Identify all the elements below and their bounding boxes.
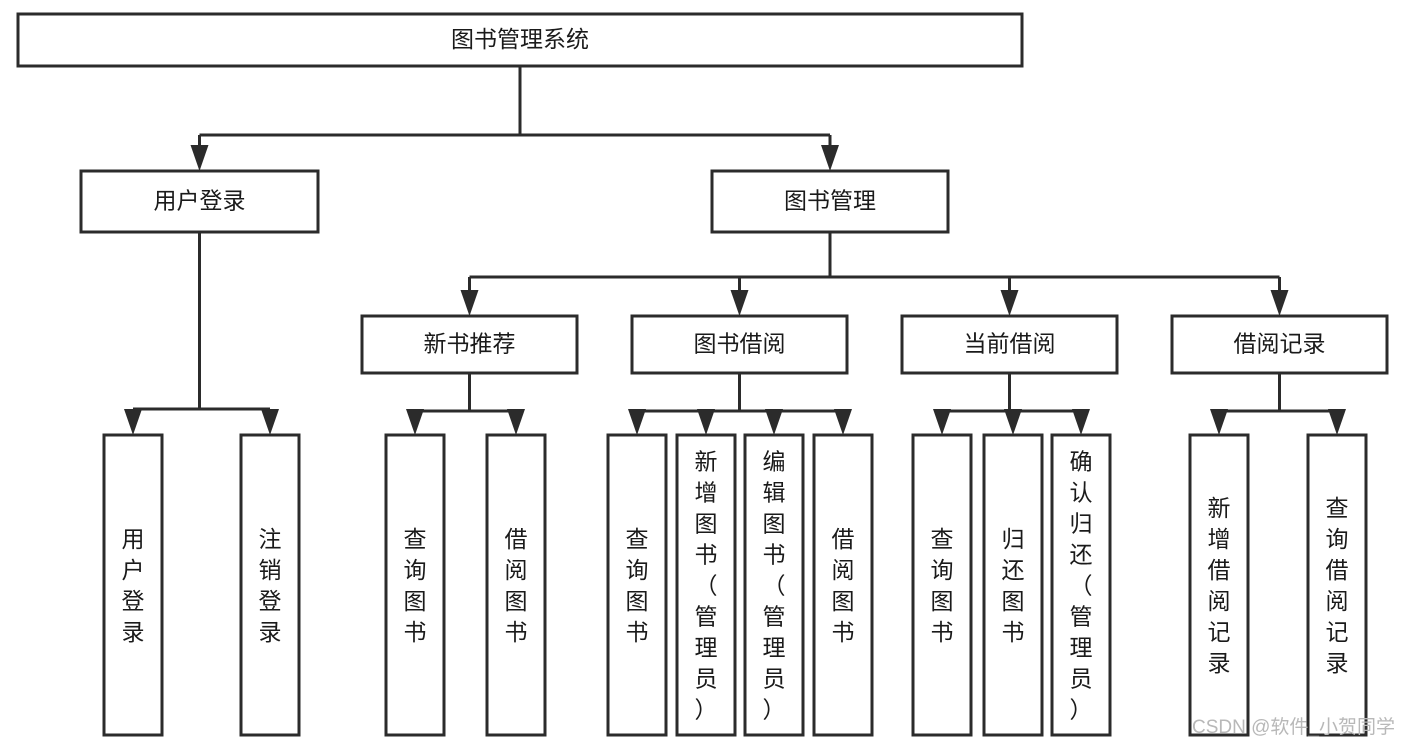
node-label-root: 图书管理系统 (451, 26, 589, 52)
arrow-head-icon (1004, 409, 1022, 435)
arrow-head-icon (406, 409, 424, 435)
node-box-book-management[interactable] (710, 169, 950, 234)
arrow-head-icon (261, 409, 279, 435)
node-box-book-borrow[interactable] (630, 314, 849, 375)
node-label-leaf-edit-book-admin: 编辑图书（管理员） (763, 449, 786, 723)
node-box-leaf-return-book[interactable] (982, 433, 1044, 737)
node-box-leaf-borrow-book[interactable] (812, 433, 874, 737)
arrow-head-icon (1072, 409, 1090, 435)
arrow-head-icon (124, 409, 142, 435)
node-label-book-borrow: 图书借阅 (694, 331, 786, 357)
arrow-head-icon (1210, 409, 1228, 435)
node-box-leaf-query-book-current[interactable] (911, 433, 973, 737)
node-box-leaf-logout[interactable] (239, 433, 301, 737)
arrow-head-icon (821, 145, 839, 171)
arrow-head-icon (1000, 290, 1019, 316)
node-leaf-query-book-borrow[interactable]: 查询图书 (606, 433, 668, 737)
node-leaf-user-login[interactable]: 用户登录 (102, 433, 164, 737)
node-label-leaf-query-book-recommend: 查询图书 (404, 526, 427, 645)
arrow-head-icon (834, 409, 852, 435)
node-box-leaf-query-book-recommend[interactable] (384, 433, 446, 737)
node-label-leaf-add-borrow-record: 新增借阅记录 (1208, 495, 1231, 676)
node-label-borrow-record: 借阅记录 (1234, 331, 1326, 357)
node-leaf-borrow-book[interactable]: 借阅图书 (812, 433, 874, 737)
node-label-leaf-return-book: 归还图书 (1002, 526, 1025, 645)
node-current-borrow[interactable]: 当前借阅 (900, 314, 1119, 375)
arrow-head-icon (1328, 409, 1346, 435)
node-leaf-return-book[interactable]: 归还图书 (982, 433, 1044, 737)
node-user-login[interactable]: 用户登录 (79, 169, 320, 234)
node-box-leaf-edit-book-admin[interactable] (743, 433, 805, 737)
node-label-leaf-query-book-borrow: 查询图书 (626, 526, 649, 645)
connector-lines (124, 66, 1346, 435)
node-borrow-record[interactable]: 借阅记录 (1170, 314, 1389, 375)
node-label-leaf-query-book-current: 查询图书 (931, 526, 954, 645)
arrow-head-icon (460, 290, 479, 316)
node-book-management[interactable]: 图书管理 (710, 169, 950, 234)
node-leaf-logout[interactable]: 注销登录 (239, 433, 301, 737)
arrow-head-icon (765, 409, 783, 435)
arrow-head-icon (697, 409, 715, 435)
node-new-book-recommend[interactable]: 新书推荐 (360, 314, 579, 375)
node-label-book-management: 图书管理 (784, 188, 876, 214)
node-box-borrow-record[interactable] (1170, 314, 1389, 375)
node-box-user-login[interactable] (79, 169, 320, 234)
node-leaf-query-book-current[interactable]: 查询图书 (911, 433, 973, 737)
node-box-leaf-user-login[interactable] (102, 433, 164, 737)
arrow-head-icon (730, 290, 749, 316)
node-box-leaf-query-borrow-record[interactable] (1306, 433, 1368, 737)
node-book-borrow[interactable]: 图书借阅 (630, 314, 849, 375)
node-leaf-query-book-recommend[interactable]: 查询图书 (384, 433, 446, 737)
node-box-leaf-add-borrow-record[interactable] (1188, 433, 1250, 737)
node-box-leaf-confirm-return-admin[interactable] (1050, 433, 1112, 737)
node-box-root[interactable] (16, 12, 1024, 68)
node-root[interactable]: 图书管理系统 (16, 12, 1024, 68)
node-box-current-borrow[interactable] (900, 314, 1119, 375)
node-label-leaf-borrow-book: 借阅图书 (832, 526, 855, 645)
node-box-leaf-borrow-book-recommend[interactable] (485, 433, 547, 737)
node-label-leaf-query-borrow-record: 查询借阅记录 (1326, 495, 1349, 676)
node-label-user-login: 用户登录 (154, 188, 246, 214)
node-leaf-borrow-book-recommend[interactable]: 借阅图书 (485, 433, 547, 737)
arrow-head-icon (507, 409, 525, 435)
arrow-head-icon (190, 145, 209, 171)
node-label-leaf-add-book-admin: 新增图书（管理员） (695, 449, 718, 723)
node-box-leaf-query-book-borrow[interactable] (606, 433, 668, 737)
node-label-leaf-logout: 注销登录 (259, 526, 282, 645)
node-label-leaf-borrow-book-recommend: 借阅图书 (505, 526, 528, 645)
node-label-leaf-user-login: 用户登录 (122, 526, 145, 645)
node-leaf-query-borrow-record[interactable]: 查询借阅记录 (1306, 433, 1368, 737)
arrow-head-icon (933, 409, 951, 435)
node-label-current-borrow: 当前借阅 (964, 331, 1056, 357)
node-leaf-add-borrow-record[interactable]: 新增借阅记录 (1188, 433, 1250, 737)
node-label-new-book-recommend: 新书推荐 (424, 331, 516, 357)
node-leaf-confirm-return-admin[interactable]: 确认归还（管理员） (1050, 433, 1112, 737)
node-boxes: 图书管理系统用户登录图书管理新书推荐图书借阅当前借阅借阅记录用户登录注销登录查询… (16, 12, 1389, 737)
csdn-watermark: CSDN @软件_小贺同学 (1192, 716, 1395, 738)
arrow-head-icon (628, 409, 646, 435)
node-label-leaf-confirm-return-admin: 确认归还（管理员） (1070, 449, 1093, 723)
arrow-head-icon (1270, 290, 1289, 316)
node-leaf-edit-book-admin[interactable]: 编辑图书（管理员） (743, 433, 805, 737)
node-box-leaf-add-book-admin[interactable] (675, 433, 737, 737)
node-box-new-book-recommend[interactable] (360, 314, 579, 375)
node-leaf-add-book-admin[interactable]: 新增图书（管理员） (675, 433, 737, 737)
